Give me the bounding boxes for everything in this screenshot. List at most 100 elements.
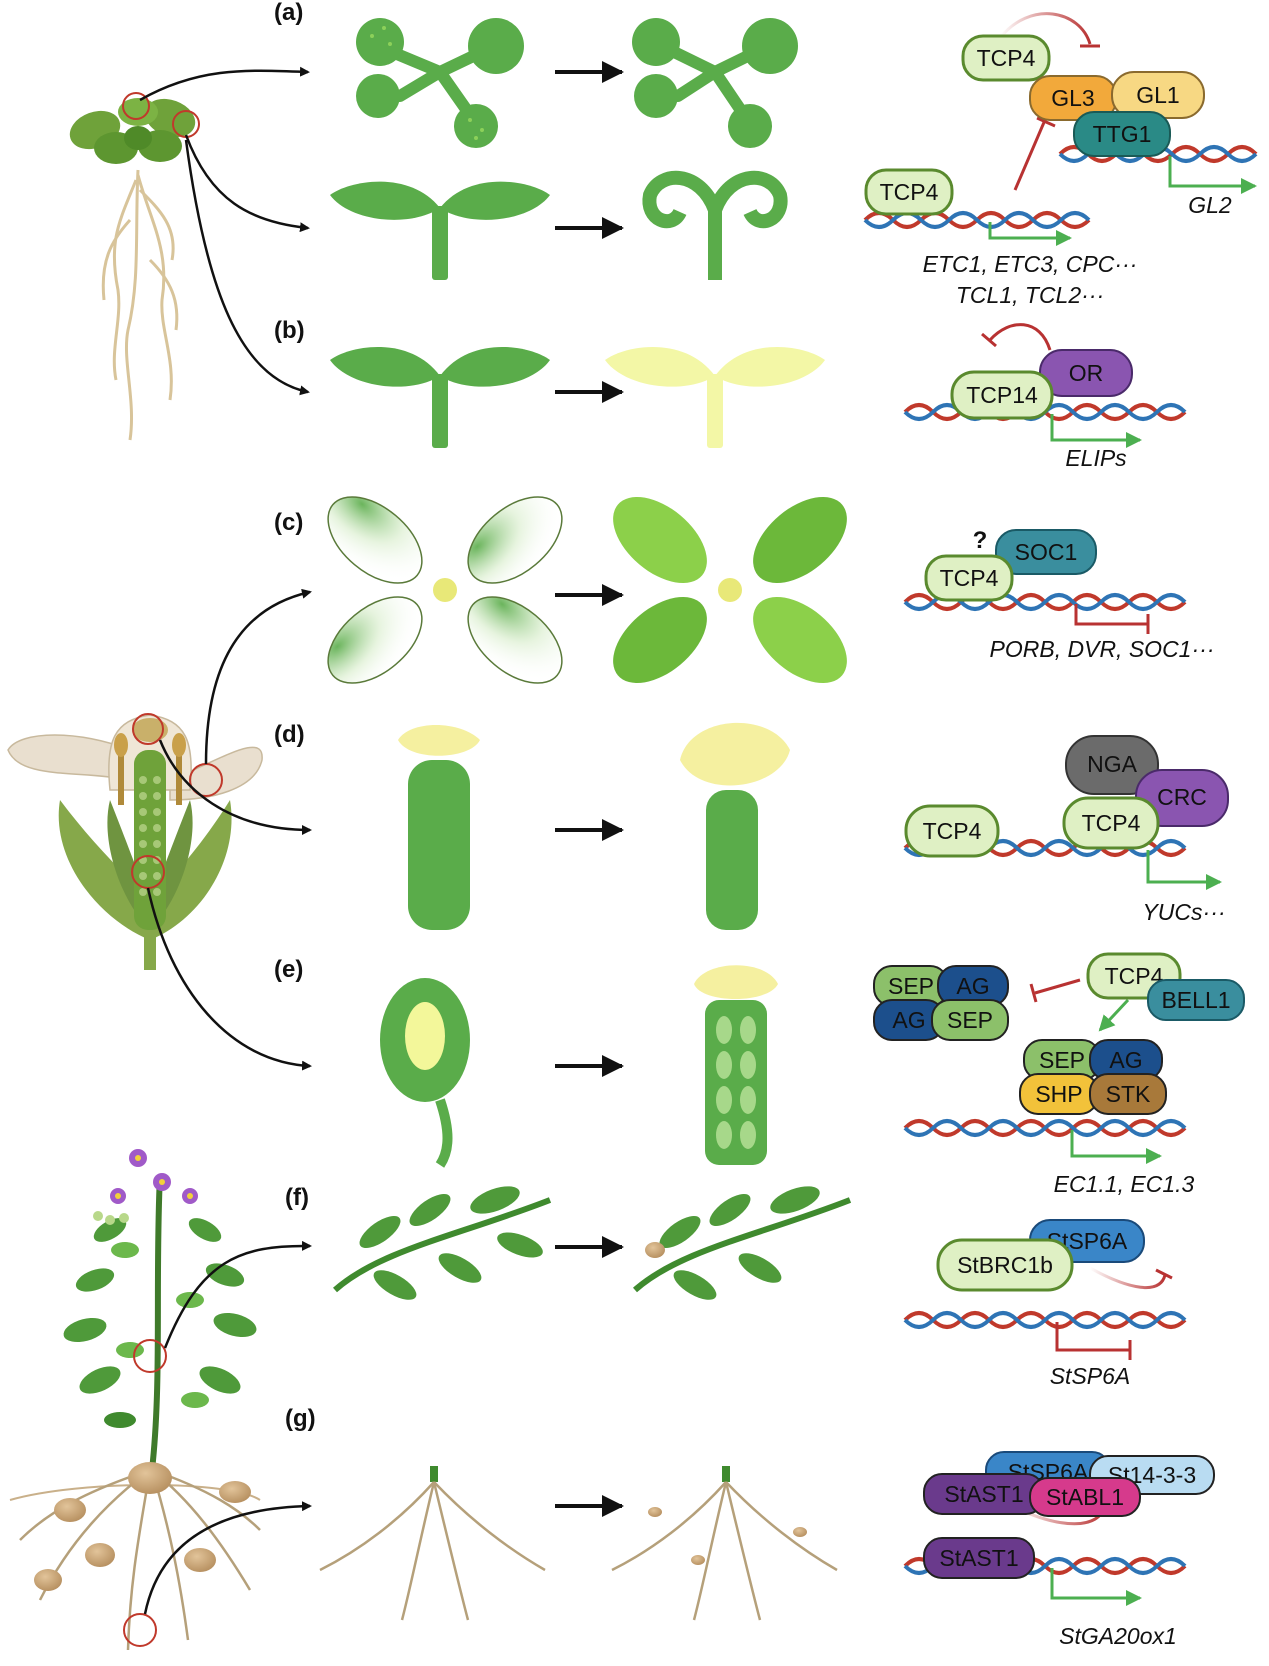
panel-a-cotyledon-before (330, 181, 550, 280)
panel-label-b: (b) (274, 317, 305, 344)
protein-label-ag-e3: AG (1109, 1047, 1142, 1073)
flower-pistil (134, 750, 166, 930)
activation-arrow-etc (988, 222, 1072, 246)
panel-a-cotyledon-after (642, 170, 788, 280)
proteins-panel-a: TCP4 GL3 GL1 TTG1 TCP4 GL2 ETC1, ETC3, C… (864, 34, 1232, 308)
protein-label-stk: STK (1106, 1081, 1151, 1107)
potato-berries (93, 1211, 129, 1225)
panel-e-ovule (380, 978, 470, 1168)
proteins-panel-b: OR TCP14 ELIPs (950, 349, 1133, 471)
protein-label-gl3: GL3 (1051, 85, 1094, 111)
proteins-panel-g: StSP6A St14-3-3 StAST1 StABL1 StAST1 StG… (923, 1451, 1215, 1649)
protein-label-crc: CRC (1157, 784, 1207, 810)
panel-b-cotyledon-green (330, 346, 550, 448)
protein-label-ag-e1: AG (956, 973, 989, 999)
protein-label-stbrc1b: StBRC1b (957, 1252, 1053, 1278)
activation-arrow-gl2 (1168, 156, 1257, 194)
zoom-circle-shoot-apex (122, 92, 150, 120)
protein-ttg1 (1073, 111, 1171, 157)
dna-helix-f (903, 1311, 1187, 1329)
protein-label-soc1: SOC1 (1015, 539, 1078, 565)
protein-label-sep-e2: SEP (947, 1007, 993, 1033)
arabidopsis-flower (7, 588, 312, 1071)
panel-label-d: (d) (274, 721, 305, 748)
panel-label-g: (g) (285, 1405, 316, 1432)
panel-g-roots-after (611, 1466, 838, 1621)
protein-label-ag-e2: AG (892, 1007, 925, 1033)
proteins-panel-e: SEP AG AG SEP TCP4 BELL1 SEP AG SHP STK … (873, 952, 1245, 1197)
protein-tcp14 (950, 370, 1054, 420)
proteins-panel-f: StSP6A StBRC1b StSP6A (936, 1219, 1145, 1389)
protein-tcp4-a-top (961, 34, 1051, 82)
panel-a-rosette-after (632, 18, 798, 148)
zoom-circle-stolon (133, 1339, 167, 1373)
repression-stsp6a-gene (1055, 1322, 1130, 1352)
repression-tcp4-gl3 (998, 12, 1092, 45)
protein-nga (1065, 735, 1159, 795)
protein-tcp4-d-left (904, 804, 1000, 858)
question-mark-c: ? (973, 527, 988, 554)
potato-plant (9, 1149, 312, 1651)
arrow-to-b (184, 139, 310, 396)
panel-d-pistil-after (680, 722, 790, 930)
arrow-to-c (204, 588, 312, 765)
gene-label-porb: PORB, DVR, SOC1··· (990, 636, 1215, 662)
regulatory-arrows (981, 12, 1257, 1606)
protein-label-bell1: BELL1 (1161, 987, 1230, 1013)
flower-stem (144, 930, 156, 970)
protein-stk (1089, 1073, 1167, 1115)
gene-label-elips: ELIPs (1065, 445, 1127, 471)
transition-arrows (555, 61, 624, 1517)
protein-label-tcp4-c: TCP4 (940, 565, 999, 591)
protein-label-tcp4-a-bottom: TCP4 (880, 179, 939, 205)
panel-e-pistil-after (694, 965, 778, 1165)
protein-label-ttg1: TTG1 (1093, 121, 1152, 147)
panel-c-flower-green (613, 496, 847, 684)
protein-label-sep-e3: SEP (1039, 1047, 1085, 1073)
potato-tubers (34, 1462, 251, 1591)
arrow-to-a-top (139, 66, 310, 102)
repression-etc-gl3 (1013, 119, 1047, 191)
protein-label-tcp4-d-right: TCP4 (1082, 810, 1141, 836)
arrow-to-a-bottom (184, 134, 310, 233)
protein-label-shp: SHP (1035, 1081, 1082, 1107)
protein-label-or: OR (1069, 360, 1104, 386)
activation-arrow-yucs (1146, 850, 1222, 890)
seedling-roots (101, 169, 179, 441)
flower-stamen-left (118, 745, 124, 805)
protein-soc1 (995, 529, 1097, 575)
gene-label-ec1: EC1.1, EC1.3 (1054, 1171, 1195, 1197)
gene-label-stga20ox1: StGA20ox1 (1059, 1623, 1177, 1649)
activation-arrow-elips (1050, 414, 1142, 448)
panel-g-roots-before (319, 1466, 546, 1621)
repression-stsp6a-protein (1089, 1266, 1167, 1290)
protein-label-stast1-bottom: StAST1 (939, 1545, 1018, 1571)
panel-f-stolon-before (333, 1186, 552, 1300)
panel-a-rosette-before (356, 18, 524, 148)
panel-label-f: (f) (285, 1184, 309, 1211)
arrow-to-f (163, 1240, 312, 1349)
protein-bell1 (1147, 979, 1245, 1021)
protein-tcp4-a-bottom (864, 168, 954, 216)
arabidopsis-seedling (69, 66, 310, 441)
protein-label-gl1: GL1 (1136, 82, 1179, 108)
arrow-to-d (158, 739, 312, 835)
proteins-panel-c: SOC1 TCP4 ? PORB, DVR, SOC1··· (924, 527, 1215, 662)
panel-d-pistil-before (398, 725, 480, 930)
flower-sepal-left (58, 800, 150, 940)
protein-label-stabl1: StABL1 (1046, 1484, 1124, 1510)
proteins-panel-d: NGA CRC TCP4 TCP4 YUCs··· (904, 735, 1229, 925)
panel-b-cotyledon-pale (605, 346, 825, 448)
panel-label-e: (e) (274, 956, 303, 983)
potato-stem (149, 1174, 163, 1471)
seedling-rosette (69, 98, 196, 164)
protein-label-tcp4-a-top: TCP4 (977, 45, 1036, 71)
protein-stast1-bottom (923, 1537, 1035, 1579)
flower-stigma (132, 718, 168, 742)
activation-tcp4-complex (1098, 998, 1130, 1032)
protein-tcp4-c (924, 554, 1014, 602)
repression-or-tcp14 (988, 323, 1052, 351)
protein-tcp4-d-right (1062, 796, 1160, 850)
dna-helix-e (903, 1119, 1187, 1137)
